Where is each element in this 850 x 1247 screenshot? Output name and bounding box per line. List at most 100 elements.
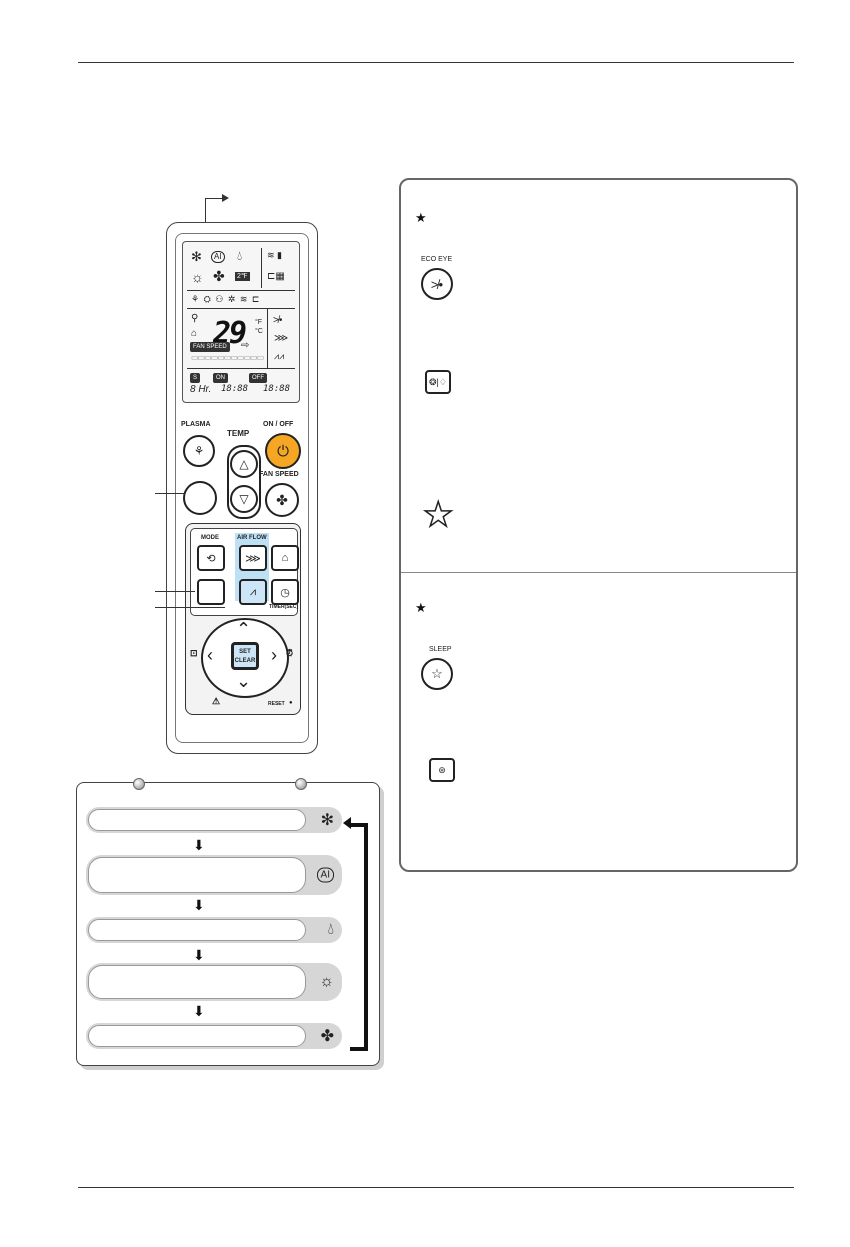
fan-speed-bars: ▭▭▭▭▭▭▭▭▭▭▭ [191,353,264,362]
function-icons-row: ⚘ ⛭ ⚇ ✲ ≋ ⊏ [191,294,261,304]
bullet-dot [133,778,145,790]
ai-icon: AI [316,867,334,883]
air-flow-button[interactable]: ⋙ [239,545,267,571]
blank-round-button[interactable] [183,481,217,515]
plasma-dehumidify-button: ❂|♢ [425,370,451,394]
clear-label: CLEAR [234,658,256,664]
mode-row-dry: 💧︎ [86,917,342,943]
lcd-divider [261,248,262,288]
down-arrow-button[interactable]: ⌄ [236,671,252,691]
temp-down-button[interactable]: ▽ [230,485,258,513]
fan-icon: ✤ [320,1028,334,1045]
temp-label: TEMP [227,429,250,438]
ai-icon: AI [211,251,225,263]
star-bullet-icon: ★ [415,210,427,225]
on-time: 18:88 [221,384,249,394]
mode-cycle-box: ✻ ⬇ AI ⬇ 💧︎ ⬇ ☼ ⬇ ✤ [76,778,380,1066]
swing-button[interactable]: ⩘ [239,579,267,605]
droplet-icon: 💧︎ [327,921,334,938]
off-time: 18:88 [263,384,291,394]
right-arrow-button[interactable]: › [271,645,277,665]
down-arrow-icon: ⬇ [193,897,205,913]
sun-icon: ☼ [319,973,334,990]
temp-rocker: △ ▽ [227,445,261,519]
droplet-icon: 💧︎ [237,248,243,263]
swing-icon: ⩘⩘ [274,351,285,361]
fan-icon: ✤ [276,491,288,508]
person-icon: ⚲ [191,313,199,324]
fan-speed-badge: FAN SPEED [190,342,230,352]
down-arrow-icon: ⬇ [193,947,205,963]
lower-panel: MODE AIR FLOW ⟲ ⋙ ⌂ ⩘ ◷ TIMER(SEC) ⌃ ⌄ ‹… [185,523,301,715]
timer-label: TIMER(SEC) [269,604,299,610]
arrow-right-icon: ⇨ [241,340,250,351]
star-bullet-icon: ★ [415,600,427,615]
blank-square-button[interactable] [197,579,225,605]
fan-speed-button[interactable]: ✤ [265,483,299,517]
eco-eye-label: ECO EYE [421,256,453,263]
sun-icon: ☼ [191,269,204,285]
clock-icon: ◷ [280,586,290,599]
mode-button[interactable]: ⟲ [197,545,225,571]
snowflake-icon: ✻ [191,249,202,264]
mode-row-field [88,919,306,941]
set-clear-button[interactable]: SET CLEAR [231,642,259,670]
plasma-dehumidify-icon: ❂|♢ [429,376,447,387]
door-icon: ⊡ [190,648,198,658]
auto-clean-button: ⊛ [429,758,455,782]
callout-line [155,591,195,592]
lcd-divider [267,308,268,368]
swing-icon: ⩘ [249,585,257,598]
power-icon: ⏻ [277,442,289,460]
down-arrow-icon: ⬇ [193,1003,205,1019]
plasma-button[interactable]: ⚘ [183,435,215,467]
mode-row-fan: ✤ [86,1023,342,1049]
lcd-divider [187,290,295,291]
home-button[interactable]: ⌂ [271,545,299,571]
sleep-star-icon: ☆ [431,666,443,681]
function-button-group: MODE AIR FLOW ⟲ ⋙ ⌂ ⩘ ◷ TIMER(SEC) [190,528,299,616]
callout-line [155,493,185,494]
temperature-units: °F °C [255,319,263,335]
smile-star-icon: ★ [422,496,454,534]
sleep-button: ☆ [421,658,453,690]
snowflake-icon: ✻ [320,812,334,829]
on-off-button[interactable]: ⏻ [265,433,301,469]
hours-label: 8 Hr. [190,384,212,395]
navigation-pad: ⌃ ⌄ ‹ › SET CLEAR [201,618,289,698]
lcd-display: ✻ AI 💧︎ ≋ ▮ ☼ ✤ 2℉ ⊏▦ ⚘ ⛭ ⚇ ✲ ≋ ⊏ ⚲ ⌂ 29… [182,241,300,403]
remote-control: ✻ AI 💧︎ ≋ ▮ ☼ ✤ 2℉ ⊏▦ ⚘ ⛭ ⚇ ✲ ≋ ⊏ ⚲ ⌂ 29… [166,222,318,754]
cycle-return-arrowhead [343,817,351,829]
mode-row-field [88,857,306,893]
mode-row-heat: ☼ [86,963,342,1001]
up-arrow-button[interactable]: ⌃ [236,619,252,639]
cycle-return-line [350,823,368,1051]
sleep-label: SLEEP [429,646,452,653]
airflow-icon: ⋙ [274,333,289,344]
air-flow-label: AIR FLOW [237,535,267,541]
info-panel: ★ ECO EYE ≯• ❂|♢ ★ ★ SLEEP ☆ ⊛ [399,178,798,872]
eco-eye-icon: ≯• [273,315,283,326]
bell-icon: ⚠︎ [212,696,221,706]
eco-eye-icon: ≯• [430,276,444,292]
temp-up-button[interactable]: △ [230,450,258,478]
left-arrow-button[interactable]: ‹ [207,645,213,665]
on-badge: ON [213,373,228,383]
plasma-label: PLASMA [181,421,211,428]
mode-label: MODE [201,535,219,541]
fan-icon: ✤ [213,268,225,284]
timer-button[interactable]: ◷ [271,579,299,605]
top-rule [78,62,794,63]
alarm-icon: ⏰︎ [286,648,294,658]
fan-speed-label: FAN SPEED [259,471,299,478]
reset-button[interactable]: ● [289,700,293,706]
mode-icon: ⟲ [206,552,216,565]
off-badge: OFF [249,373,267,383]
s-badge: S [190,373,201,383]
mode-row-field [88,965,306,999]
eco-eye-button: ≯• [421,268,453,300]
lcd-divider [187,368,295,369]
mode-row-field [88,809,306,831]
auto-clean-icon: ⊛ [438,764,446,775]
signal-icon: ≋ ▮ [267,250,282,260]
